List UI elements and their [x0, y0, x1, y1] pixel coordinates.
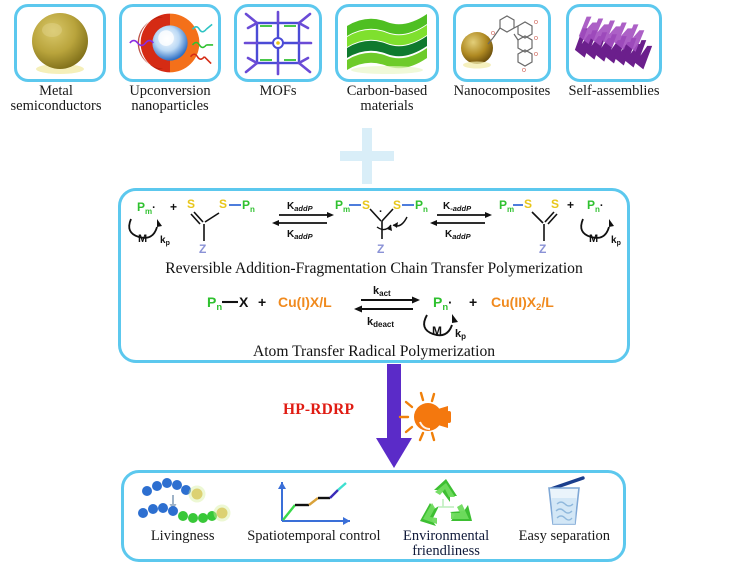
advantage-icon-box [413, 476, 479, 528]
raft-sulfur-5: S [524, 197, 532, 211]
raft-k-addp-reverse-2: KaddP [445, 229, 472, 241]
raft-radical-dot: · [379, 206, 383, 218]
svg-text:O: O [491, 31, 495, 37]
atrp-cu2-complex: Cu(II)X2/L [491, 294, 554, 313]
transition-band: HP-RDRP [280, 364, 470, 470]
advantage-icon-box [133, 476, 233, 528]
material-label: Self-assemblies [568, 83, 660, 99]
atrp-k-deact: kdeact [367, 316, 394, 329]
advantage-card-environmental-friendliness[interactable]: Environmental friendliness [386, 476, 505, 559]
svg-text:O: O [534, 20, 538, 26]
beaker-glass-icon [548, 476, 586, 525]
raft-monomer-left: M [138, 233, 147, 245]
self-assembly-stack-icon [574, 16, 653, 70]
raft-sulfur-4: S [393, 198, 401, 212]
svg-text:O: O [534, 36, 538, 42]
atrp-pn-right: Pn· [433, 294, 453, 313]
hp-rdrp-label: HP-RDRP [283, 401, 355, 418]
step-plot-icon [277, 482, 350, 525]
material-label: Metal semiconductors [10, 83, 102, 115]
atrp-monomer: M [432, 324, 442, 338]
raft-plus-1: + [170, 200, 177, 214]
raft-pn-label-2: Pn [415, 198, 428, 214]
advantage-label: Spatiotemporal control [247, 528, 381, 544]
advantage-label: Livingness [150, 528, 215, 544]
material-icon-box [14, 4, 106, 82]
advantage-icon-box [268, 476, 360, 528]
material-card-self-assemblies[interactable]: Self-assemblies [558, 4, 670, 99]
raft-pn-label-1: Pn [242, 198, 255, 214]
advantage-card-easy-separation[interactable]: Easy separation [506, 476, 623, 559]
plus-sign-icon [340, 128, 394, 184]
gold-sphere-icon [32, 13, 88, 74]
material-icon-box [119, 4, 221, 82]
lightbulb-icon [398, 391, 451, 442]
materials-row: Metal semiconductors [0, 4, 733, 126]
raft-caption: Reversible Addition-Fragmentation Chain … [165, 260, 583, 277]
raft-z-group-2: Z [377, 242, 384, 256]
raft-k-addp-forward-1: KaddP [287, 201, 314, 213]
svg-text:O: O [534, 52, 538, 58]
advantage-card-spatiotemporal-control[interactable]: Spatiotemporal control [241, 476, 386, 559]
atrp-plus-1: + [258, 294, 266, 310]
material-card-carbon-based-materials[interactable]: Carbon-based materials [328, 4, 446, 115]
core-shell-particle-icon [129, 13, 214, 73]
raft-k-addp-reverse-1: KaddP [287, 229, 314, 241]
raft-scheme-diagram: Pm· M kp + S S Pn Z KaddP KaddP [128, 197, 621, 256]
raft-z-group-1: Z [199, 242, 206, 256]
raft-z-group-3: Z [539, 242, 546, 256]
raft-pm-label-2: Pm [335, 198, 350, 214]
raft-k-addp-forward-2: K-addP [443, 201, 472, 213]
atrp-k-act: kact [373, 285, 391, 298]
atrp-kp: kp [455, 328, 466, 341]
advantage-card-livingness[interactable]: Livingness [124, 476, 241, 559]
material-icon-box: O O O O O [453, 4, 551, 82]
raft-plus-2: + [567, 198, 574, 212]
material-label: Nanocomposites [453, 83, 551, 99]
raft-sulfur-6: S [551, 197, 559, 211]
raft-pm-label-3: Pm [499, 198, 514, 214]
material-label: MOFs [259, 83, 297, 99]
raft-monomer-right: M [589, 233, 598, 245]
metal-organic-framework-icon [243, 10, 313, 76]
advantage-icon-box [533, 476, 595, 528]
raft-pm-label: Pm· [137, 200, 156, 216]
raft-sulfur-2: S [219, 197, 227, 211]
plus-vertical-bar [362, 128, 372, 184]
atrp-cu1-complex: Cu(I)X/L [278, 294, 332, 310]
advantage-label: Environmental friendliness [402, 527, 490, 559]
polymer-chain-growth-icon [137, 478, 231, 523]
material-card-upconversion-nanoparticles[interactable]: Upconversion nanoparticles [112, 4, 228, 115]
atrp-pn-left: Pn [207, 294, 222, 313]
atrp-plus-2: + [469, 294, 477, 310]
material-label: Carbon-based materials [346, 83, 428, 115]
raft-sulfur-1: S [187, 197, 195, 211]
material-icon-box [234, 4, 322, 82]
material-card-metal-semiconductors[interactable]: Metal semiconductors [0, 4, 112, 115]
material-label: Upconversion nanoparticles [129, 83, 211, 115]
advantages-panel: Livingness Spatiotemporal control [121, 470, 626, 562]
nanocomposite-icon: O O O O O [461, 15, 538, 74]
raft-pn-label-3: Pn· [587, 198, 604, 214]
raft-kp-right: kp [611, 235, 621, 247]
atrp-scheme-diagram: Pn X + Cu(I)X/L kact kdeact Pn· + Cu(II)… [207, 285, 554, 341]
advantage-label: Easy separation [518, 528, 611, 544]
raft-sulfur-3: S [362, 198, 370, 212]
atrp-caption: Atom Transfer Radical Polymerization [252, 343, 496, 360]
down-arrow-icon [376, 364, 412, 468]
material-icon-box [566, 4, 662, 82]
graphene-sheets-icon [347, 14, 427, 74]
material-card-mofs[interactable]: MOFs [228, 4, 328, 99]
material-card-nanocomposites[interactable]: O O O O O Nanocomposites [446, 4, 558, 99]
recycle-icon [420, 478, 473, 526]
svg-text:O: O [522, 68, 526, 74]
material-icon-box [335, 4, 439, 82]
raft-kp-left: kp [160, 235, 170, 247]
mechanism-panel: Pm· M kp + S S Pn Z KaddP KaddP [118, 188, 630, 363]
atrp-halide: X [239, 294, 249, 310]
